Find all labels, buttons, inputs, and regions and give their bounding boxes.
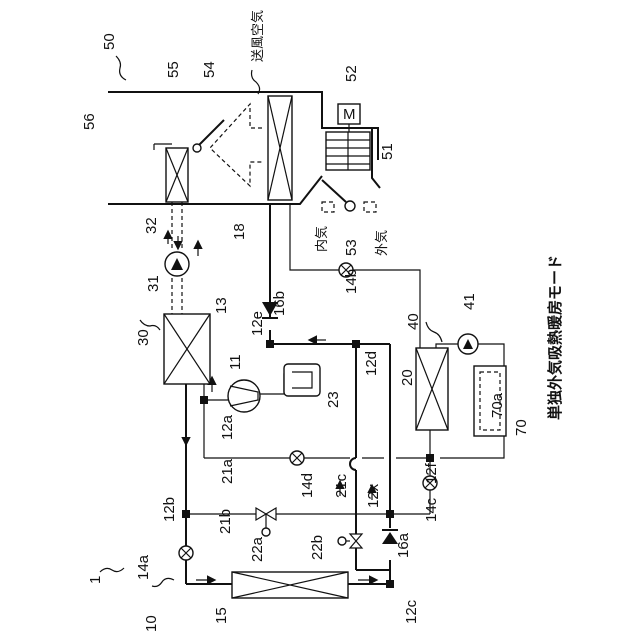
label-compressor: 11	[227, 354, 244, 370]
airflow-arrow	[210, 104, 262, 186]
label-accumulator: 23	[325, 391, 342, 408]
expansion-valve-14a	[179, 546, 193, 560]
label-motor: 52	[343, 65, 360, 82]
chiller	[416, 348, 448, 430]
label-node-12b: 12b	[161, 497, 178, 522]
label-system: 1	[87, 576, 104, 584]
label-battery: 70	[513, 419, 530, 436]
label-hvac: 50	[101, 33, 118, 50]
label-hp-circuit: 10	[143, 615, 160, 632]
hx-32	[166, 148, 188, 202]
pump-41	[458, 334, 478, 354]
outdoor-hx	[232, 572, 348, 598]
label-outside-air: 外気	[374, 230, 390, 256]
label-cabin: 56	[81, 113, 98, 130]
label-pump-41: 41	[461, 293, 478, 310]
label-node-12c: 12c	[403, 599, 420, 624]
label-mix-door: 54	[201, 61, 218, 78]
label-battery-cells: 70a	[489, 392, 506, 418]
label-valve-22b: 22b	[309, 535, 326, 560]
motor-symbol: M	[343, 106, 356, 123]
label-node-12d: 12d	[363, 351, 380, 376]
label-intake-door: 53	[343, 239, 360, 256]
label-inside-air: 内気	[314, 226, 330, 252]
heater-core	[268, 96, 292, 200]
label-blower: 51	[379, 143, 396, 160]
expansion-valve-14d	[290, 451, 304, 465]
pump-31	[165, 252, 189, 276]
hx-13	[164, 314, 210, 384]
label-node-12a: 12a	[219, 414, 236, 440]
label-node-12e: 12e	[249, 311, 266, 336]
label-valve-14b: 14b	[343, 269, 360, 294]
label-pump-31: 31	[145, 275, 162, 292]
label-valve-14d: 14d	[299, 473, 316, 498]
mode-title: 単独外気吸熱暖房モード	[546, 255, 564, 420]
label-duct: 55	[165, 61, 182, 78]
label-node-12x: 12x	[365, 483, 382, 508]
solenoid-valve-22a	[256, 508, 276, 536]
label-chiller: 20	[399, 369, 416, 386]
label-heater-core: 18	[231, 223, 248, 240]
label-supply-air: 送風空気	[250, 10, 266, 62]
label-pipe-21c: 21c	[333, 473, 350, 498]
label-pipe-21b: 21b	[217, 509, 234, 534]
label-hx-13: 13	[213, 297, 230, 314]
label-hx-32: 32	[143, 217, 160, 234]
label-device-40: 40	[405, 313, 422, 330]
label-valve-22a: 22a	[249, 536, 266, 562]
label-valve-14a: 14a	[135, 554, 152, 580]
label-outdoor-hx: 15	[213, 607, 230, 624]
mix-door	[193, 120, 224, 152]
label-check-16a: 16a	[395, 532, 412, 558]
label-check-16b: 16b	[271, 291, 288, 316]
blower	[326, 132, 370, 170]
label-pipe-21a: 21a	[219, 458, 236, 484]
label-valve-14c: 14c	[423, 497, 440, 522]
solenoid-valve-22b	[338, 534, 362, 548]
compressor	[228, 380, 260, 412]
label-node-12f: 12f	[423, 462, 440, 484]
accumulator	[284, 364, 320, 396]
intake-door	[322, 180, 376, 212]
label-water-circuit: 30	[135, 329, 152, 346]
